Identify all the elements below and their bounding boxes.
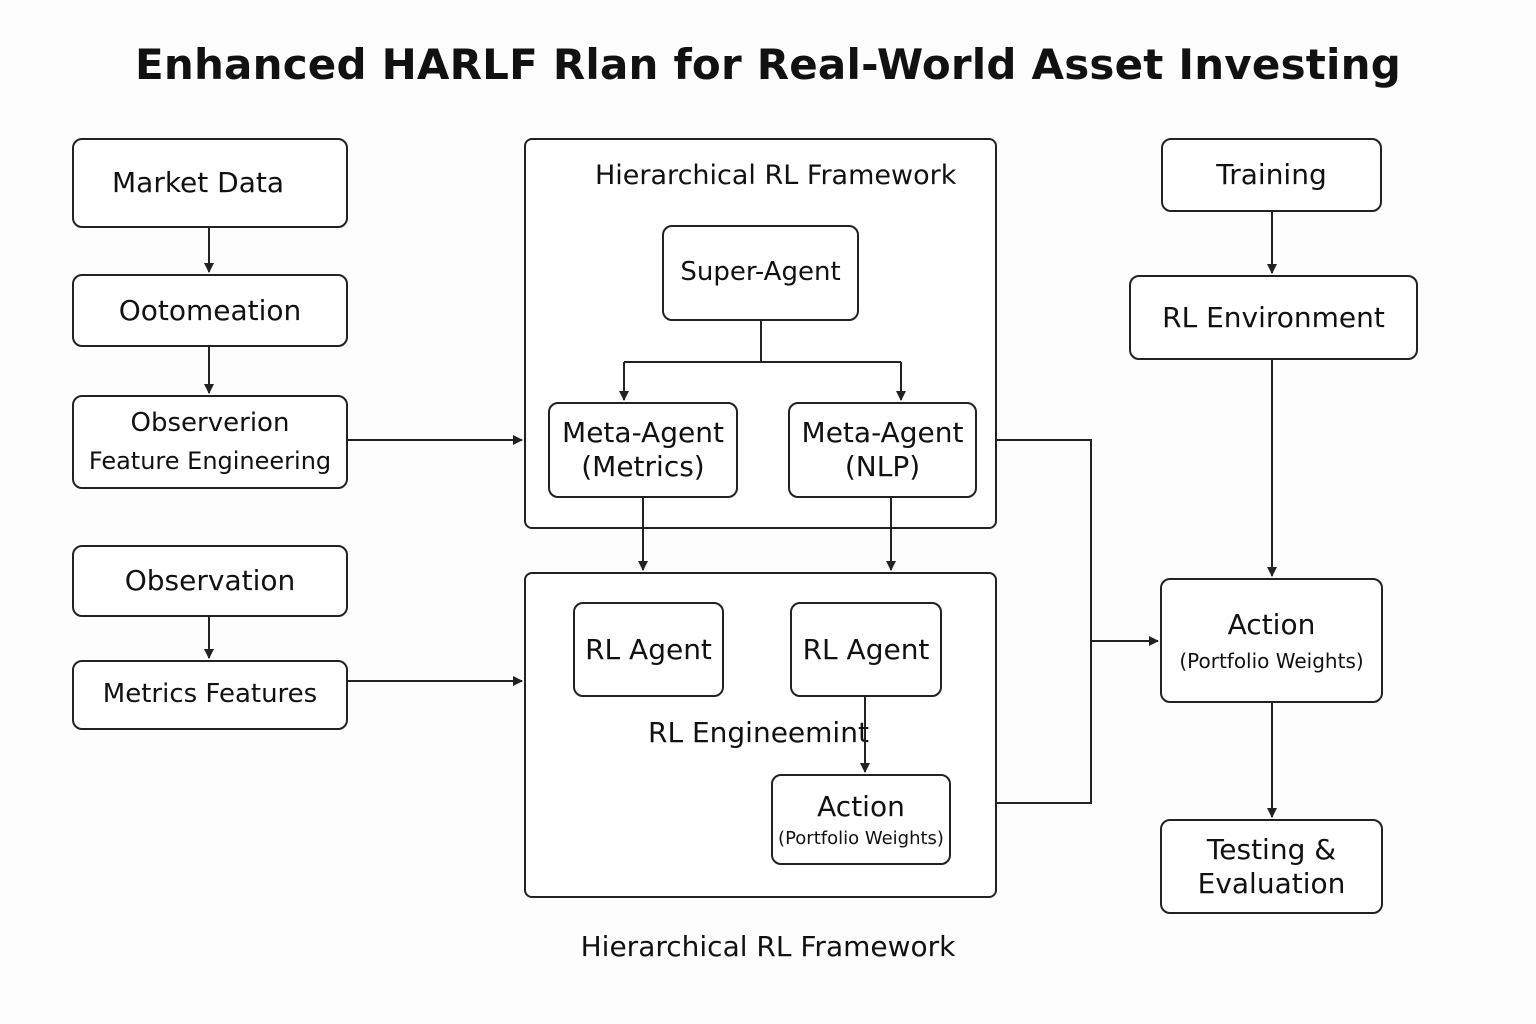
rl-environment-label: RL Environment [1162, 300, 1385, 334]
rl-engine-action-line1: Action [817, 789, 905, 823]
observerion-label: Observerion [130, 408, 290, 438]
framework-heading: Hierarchical RL Framework [595, 160, 957, 191]
meta-agent-nlp-line2: (NLP) [844, 450, 921, 483]
metrics-features-box: Metrics Features [72, 660, 348, 730]
metrics-features-label: Metrics Features [102, 679, 318, 710]
observerion-box: Observerion Feature Engineering [72, 395, 348, 489]
testing-line1: Testing & [1206, 832, 1337, 866]
testing-line2: Evaluation [1197, 866, 1346, 900]
ootomeation-label: Ootomeation [118, 293, 302, 327]
market-data-box: Market Data [72, 138, 348, 228]
ootomeation-box: Ootomeation [72, 274, 348, 347]
meta-agent-metrics-line2: (Metrics) [581, 450, 705, 483]
rl-agent-right-label: RL Agent [802, 632, 930, 666]
market-data-label: Market Data [112, 166, 285, 200]
action-portfolio-weights-box: Action (Portfolio Weights) [1160, 578, 1383, 703]
feature-engineering-label: Feature Engineering [88, 447, 332, 476]
diagram-title: Enhanced HARLF Rlan for Real-World Asset… [134, 40, 1402, 89]
rl-engine-action-box: Action (Portfolio Weights) [771, 774, 951, 865]
rl-engine-action-line2: (Portfolio Weights) [778, 827, 944, 849]
line-framework-to-bus [997, 439, 1092, 804]
testing-evaluation-box: Testing & Evaluation [1160, 819, 1383, 914]
action-label: Action [1227, 607, 1316, 641]
training-box: Training [1161, 138, 1382, 212]
meta-agent-nlp-box: Meta-Agent (NLP) [788, 402, 977, 498]
super-agent-box: Super-Agent [662, 225, 859, 321]
meta-agent-metrics-box: Meta-Agent (Metrics) [548, 402, 738, 498]
rl-agent-left-box: RL Agent [573, 602, 724, 697]
rl-engine-label: RL Engineemint [648, 716, 869, 749]
observation-label: Observation [124, 564, 296, 598]
portfolio-weights-label: (Portfolio Weights) [1179, 649, 1364, 674]
meta-agent-metrics-line1: Meta-Agent [562, 416, 724, 450]
meta-agent-nlp-line1: Meta-Agent [801, 416, 964, 450]
footer-caption: Hierarchical RL Framework [580, 930, 956, 963]
observation-box: Observation [72, 545, 348, 617]
rl-agent-left-label: RL Agent [585, 632, 712, 666]
training-label: Training [1216, 158, 1327, 192]
rl-agent-right-box: RL Agent [790, 602, 942, 697]
super-agent-label: Super-Agent [680, 257, 841, 288]
rl-environment-box: RL Environment [1129, 275, 1418, 360]
